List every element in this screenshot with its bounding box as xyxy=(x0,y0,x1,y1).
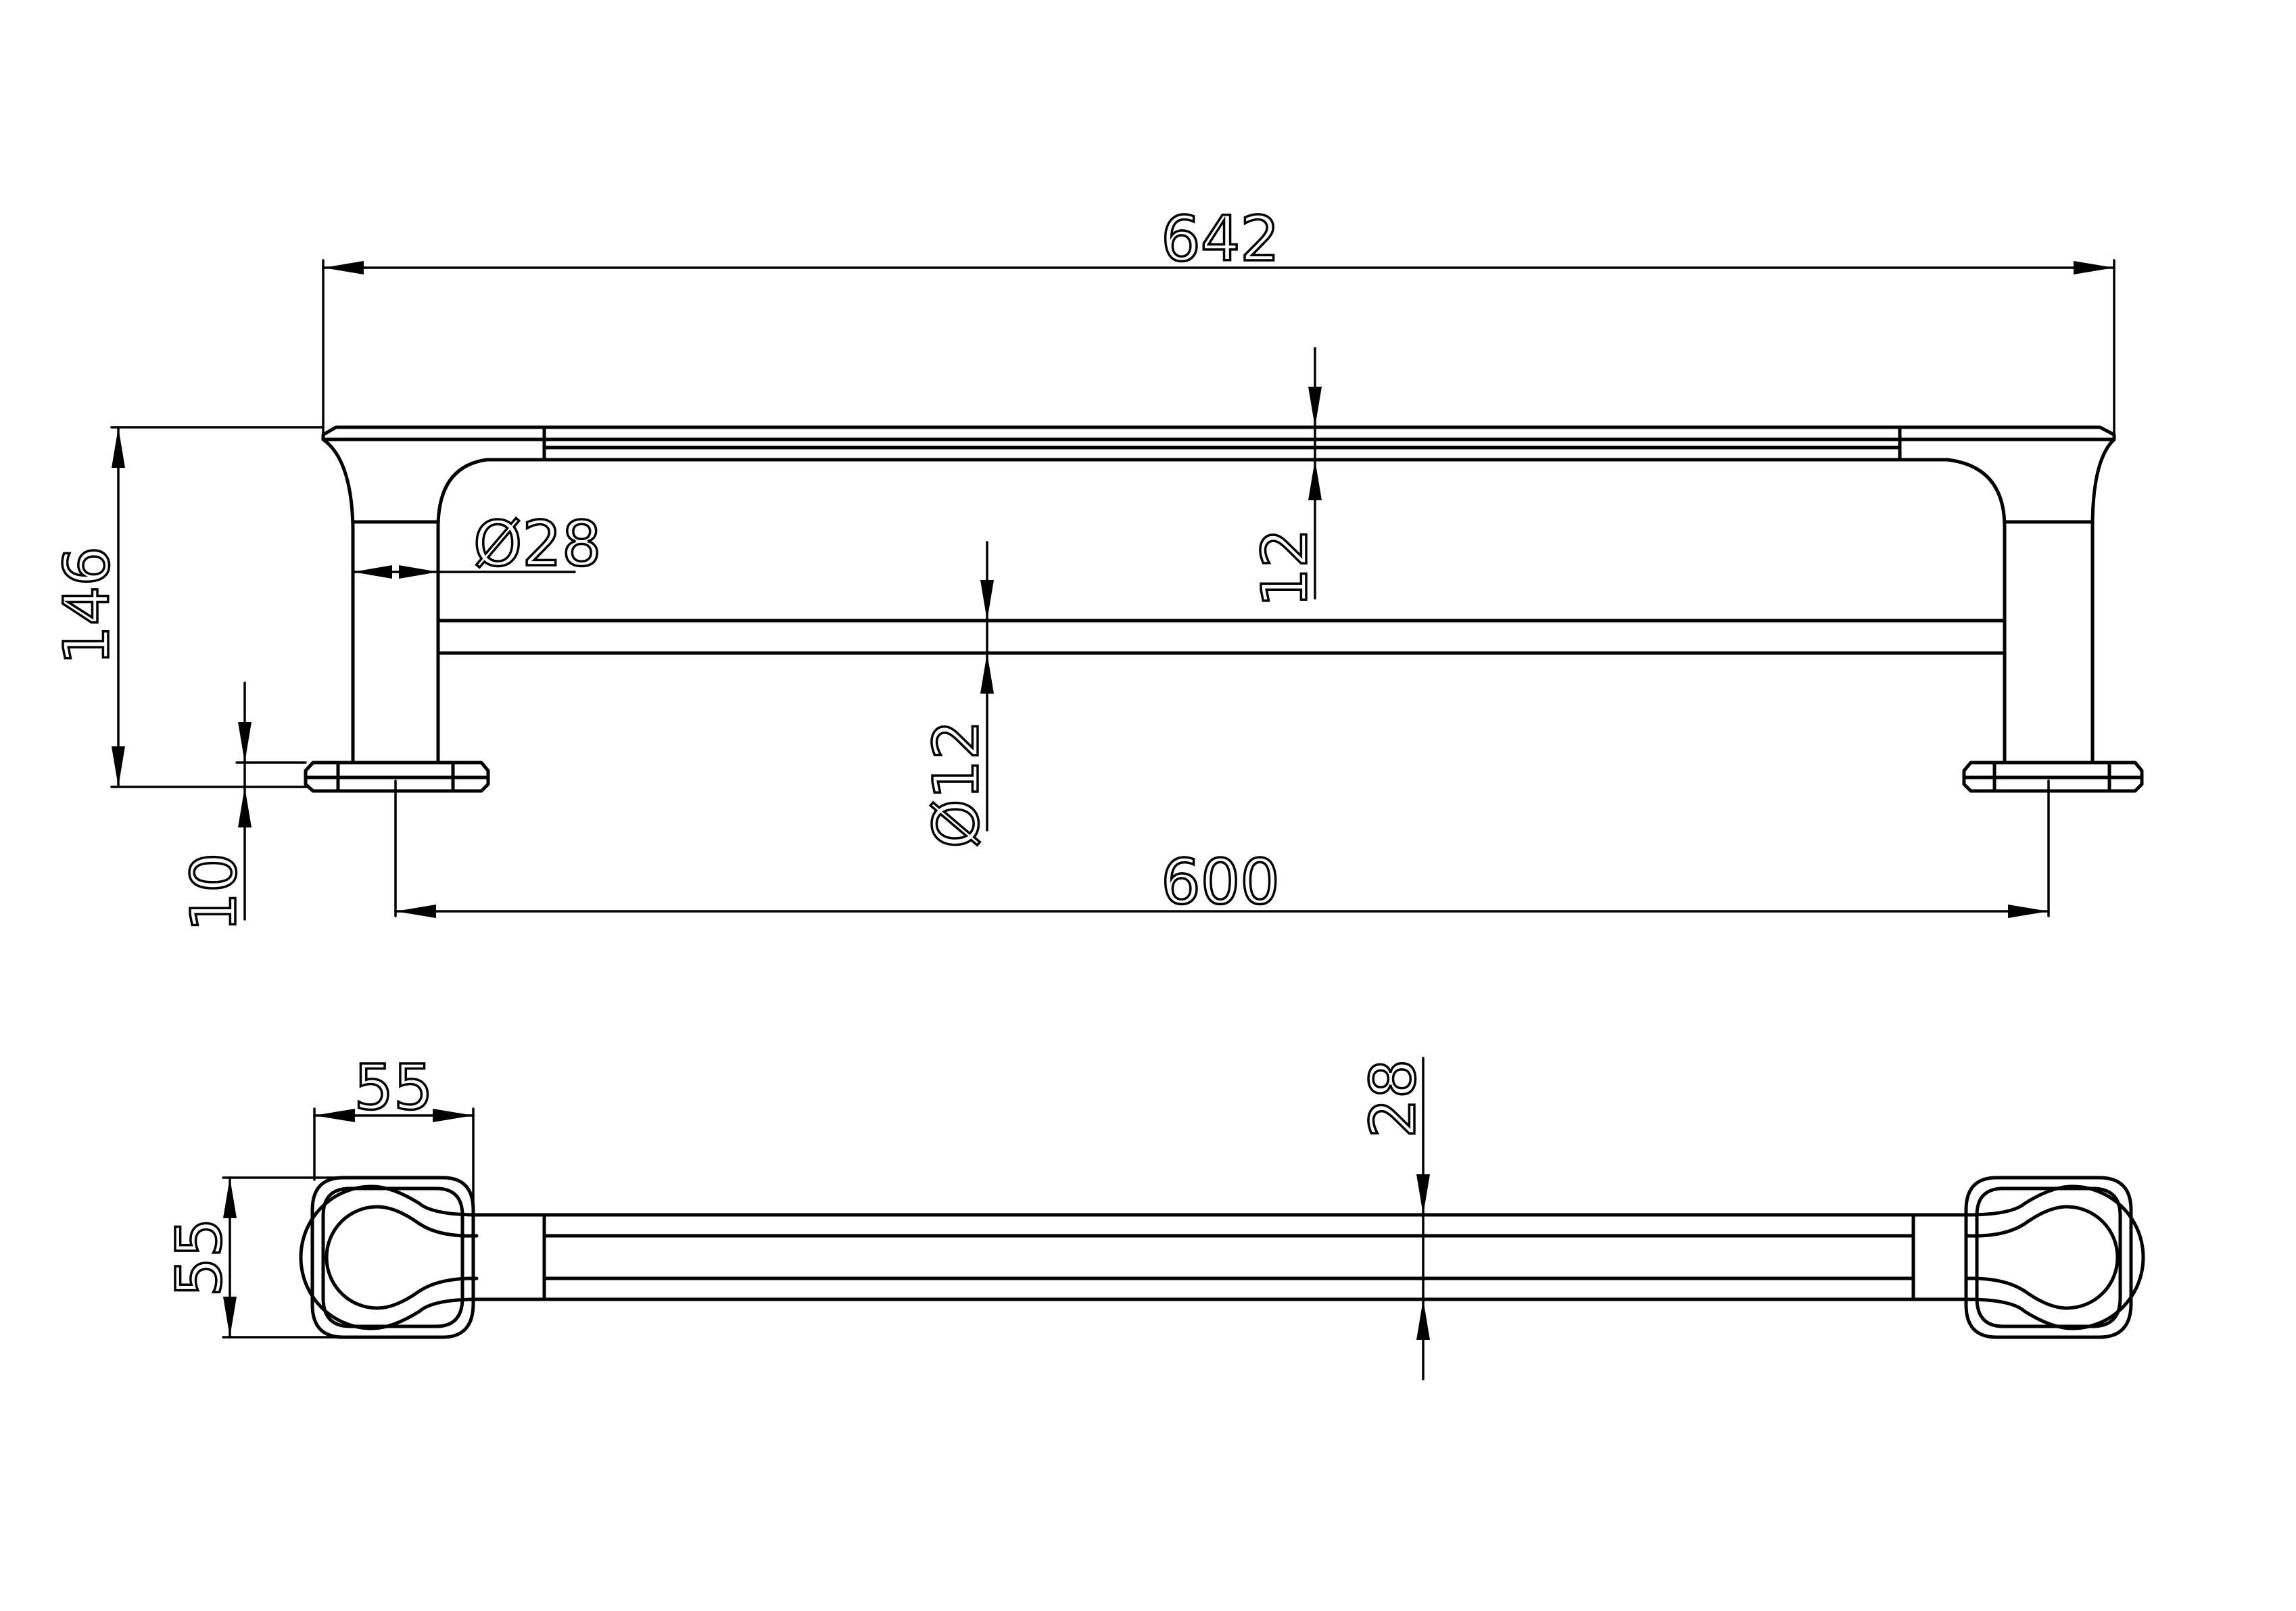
top-dimensions: 55 55 28 xyxy=(162,1050,1431,1380)
dim-55d-label: 55 xyxy=(163,1218,235,1297)
top-bar-outline xyxy=(321,425,2116,441)
right-base xyxy=(1962,761,2144,793)
arrow xyxy=(112,427,125,468)
arrow xyxy=(223,1178,237,1218)
dim-28-label: 28 xyxy=(1357,1059,1429,1138)
arrow xyxy=(2008,905,2049,918)
arrow xyxy=(1308,387,1322,427)
arrow xyxy=(1416,1299,1430,1340)
right-arm-ring xyxy=(1965,1184,2145,1330)
arrow xyxy=(980,580,994,621)
arrow xyxy=(396,905,436,918)
dim-10-label: 10 xyxy=(178,852,250,932)
top-view xyxy=(299,1176,2145,1339)
arrow xyxy=(238,787,252,827)
dim-600-label: 600 xyxy=(1161,846,1280,918)
arrow xyxy=(399,565,438,579)
arrow xyxy=(2074,261,2114,274)
dim-146-label: 146 xyxy=(51,546,123,665)
arrow xyxy=(980,653,994,694)
right-post-inner xyxy=(1945,458,2007,765)
left-base xyxy=(304,761,490,793)
left-arm-hole xyxy=(325,1205,479,1310)
arrow xyxy=(1308,460,1322,500)
dim-12-label: 12 xyxy=(1249,528,1321,607)
left-post-outer xyxy=(321,437,355,765)
left-base-outer xyxy=(310,1176,475,1339)
right-arm-hole xyxy=(1965,1205,2120,1310)
arrow xyxy=(112,746,125,787)
dim-642-label: 642 xyxy=(1161,203,1280,275)
dim-55w-label: 55 xyxy=(354,1051,433,1124)
left-arm-ring xyxy=(299,1184,479,1330)
arrow xyxy=(433,1109,473,1122)
arrow xyxy=(223,1297,237,1337)
arrow xyxy=(314,1109,355,1122)
front-dimensions: 642 146 Ø28 12 Ø12 10 600 xyxy=(49,201,2115,933)
left-post-inner xyxy=(436,458,489,765)
arrow xyxy=(353,565,392,579)
front-view xyxy=(304,425,2144,793)
arrow xyxy=(238,722,252,763)
dim-d12-label: Ø12 xyxy=(920,720,992,848)
arrow xyxy=(1416,1174,1430,1215)
arrow xyxy=(323,261,364,274)
right-base-outer xyxy=(1964,1176,2133,1339)
right-post-outer xyxy=(2090,437,2116,765)
dim-d28-label: Ø28 xyxy=(473,508,601,580)
